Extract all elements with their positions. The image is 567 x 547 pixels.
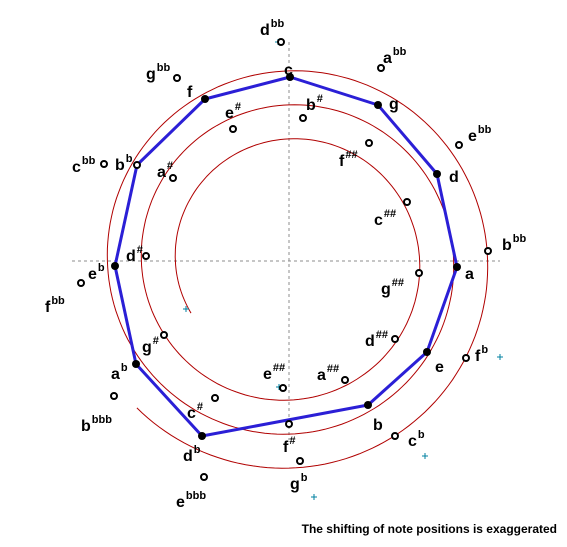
note-dot-e-double-flat [455,141,463,149]
note-label-g-flat: gb [290,472,308,493]
note-label-e: e [435,359,444,376]
note-label-g-double-sharp: g## [381,277,404,298]
note-dot-e-flat [111,262,119,270]
note-dot-b-sharp [299,114,307,122]
note-dot-g-sharp [160,331,168,339]
note-label-d-double-flat: dbb [260,18,285,39]
note-label-c-double-sharp: c## [374,208,396,229]
note-dot-g-double-flat [173,74,181,82]
note-dot-e [423,348,431,356]
note-dot-b-flat [133,161,141,169]
note-dot-g-flat [296,457,304,465]
note-label-g-sharp: g# [142,335,159,356]
note-label-c-flat: cb [408,429,425,450]
note-label-g-double-flat: gbb [146,62,171,83]
note-dot-f-flat [462,354,470,362]
note-dot-c [286,73,294,81]
note-label-a-double-sharp: a## [317,363,339,384]
turn-marker [183,306,189,312]
turn-markers [183,39,503,500]
note-label-a: a [465,266,474,283]
note-dot-c-double-flat [100,160,108,168]
note-label-b-sharp: b# [306,93,323,114]
note-label-b: b [373,417,383,434]
note-label-b-triple-flat: bbbb [81,414,112,435]
note-dot-c-flat [391,432,399,440]
note-dot-f-double-sharp [365,139,373,147]
note-dot-c-sharp [211,394,219,402]
natural-notes-path [113,75,459,438]
note-dots [77,38,492,481]
note-label-e-sharp: e# [225,101,241,122]
note-dot-d [433,170,441,178]
note-dot-b-triple-flat [110,392,118,400]
note-dot-g-double-sharp [415,269,423,277]
caption: The shifting of note positions is exagge… [302,522,557,536]
note-label-d-flat: db [183,444,201,465]
note-dot-f [201,95,209,103]
note-label-a-flat: ab [111,362,128,383]
note-dot-f-double-flat [77,279,85,287]
note-label-a-double-flat: abb [383,46,407,67]
note-label-f: f [187,84,193,101]
note-dot-e-double-sharp [279,384,287,392]
note-dot-a-flat [132,360,140,368]
note-dot-a-double-sharp [341,376,349,384]
red-spiral [106,70,489,469]
note-label-d-sharp: d# [126,244,143,265]
note-label-e-double-flat: ebb [468,124,492,145]
center-axes [72,42,500,440]
note-dot-d-double-flat [277,38,285,46]
note-label-g: g [389,96,399,113]
note-label-b-flat: bb [115,153,133,174]
note-label-e-triple-flat: ebbb [176,490,206,511]
note-dot-e-sharp [229,125,237,133]
note-dot-a-double-flat [377,64,385,72]
note-label-c: c [284,62,293,79]
note-label-d-double-sharp: d## [365,329,388,350]
note-dot-d-flat [198,432,206,440]
note-dot-g [374,101,382,109]
note-label-f-sharp: f# [283,435,295,456]
note-dot-c-double-sharp [403,198,411,206]
note-label-f-flat: fb [475,344,488,365]
note-dot-a-sharp [169,174,177,182]
note-label-e-double-sharp: e## [263,362,285,383]
note-label-f-double-flat: fbb [45,295,65,316]
note-label-c-sharp: c# [187,401,203,422]
turn-marker [497,354,503,360]
diatonic-path [113,75,459,438]
note-label-f-double-sharp: f## [339,149,358,170]
note-dot-a [453,263,461,271]
note-label-e-flat: eb [88,262,105,283]
note-label-d: d [449,169,459,186]
note-dot-b-double-flat [484,247,492,255]
turn-marker [422,453,428,459]
note-dot-e-triple-flat [200,473,208,481]
note-label-c-double-flat: cbb [72,155,96,176]
note-label-a-sharp: a# [157,160,173,181]
spiral-curve [106,70,489,469]
note-dot-d-sharp [142,252,150,260]
turn-marker [311,494,317,500]
note-dot-b [364,401,372,409]
note-dot-d-double-sharp [391,335,399,343]
note-dot-f-sharp [285,420,293,428]
note-label-b-double-flat: bbb [502,233,527,254]
